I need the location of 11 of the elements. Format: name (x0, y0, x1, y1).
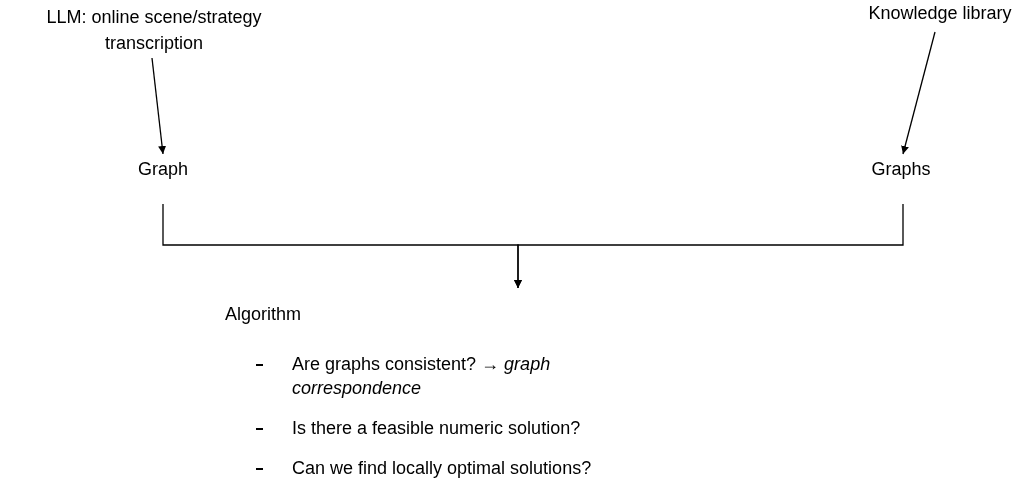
node-label: Graph (137, 158, 189, 181)
heading-text: Algorithm (225, 303, 303, 326)
list-item-text: Can we find locally optimal solutions? (292, 457, 593, 480)
list-item-text: Are graphs consistent? → graph correspondence (292, 353, 552, 400)
arrow (901, 31, 936, 155)
node-label: Graphs (870, 158, 932, 181)
node-label: LLM: online scene/strategy transcription (45, 6, 263, 55)
node-label: Knowledge library (867, 2, 1013, 25)
arrow (151, 57, 167, 155)
list-item-text: Is there a feasible numeric solution? (292, 417, 582, 440)
arrow (514, 203, 904, 289)
